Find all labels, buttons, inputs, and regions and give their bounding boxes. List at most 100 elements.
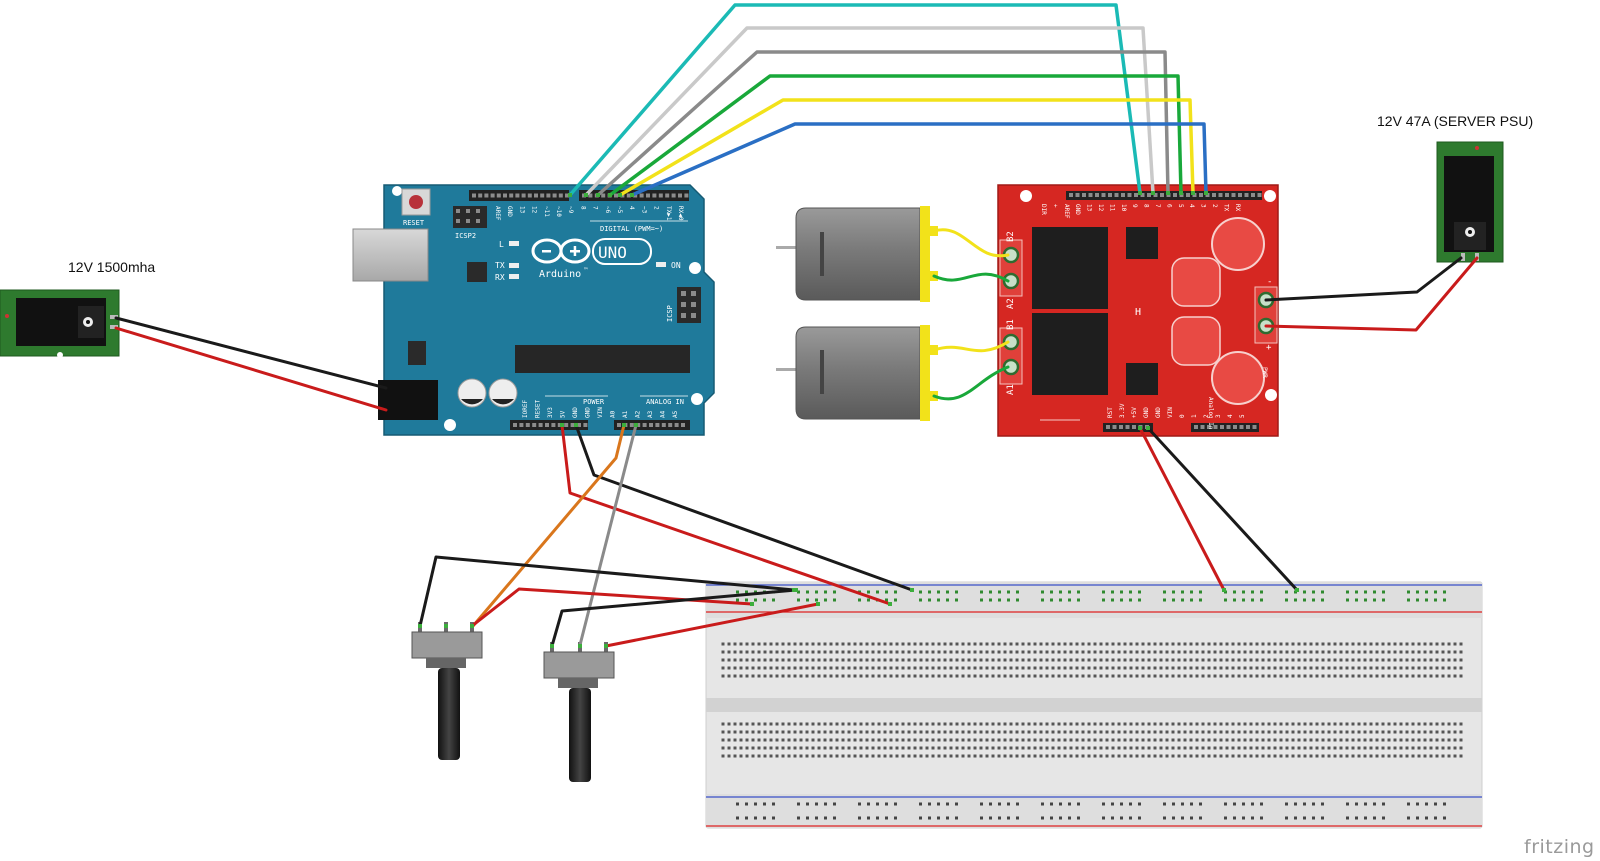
- shield-bottom-pin-label-7: 1: [1191, 414, 1198, 418]
- motor-terminal-a[interactable]: [999, 327, 1023, 385]
- potentiometer-2[interactable]: [543, 642, 615, 782]
- shield-top-pin-label-7: 10: [1120, 204, 1127, 212]
- shield-bottom-pin-label-4: GND: [1155, 407, 1162, 418]
- wire-yellow: [618, 98, 1195, 197]
- arduino-bottom-pin-label-11: A4: [660, 410, 667, 418]
- breadboard[interactable]: [705, 581, 1483, 829]
- shield-top-pin-label-15: 2: [1211, 204, 1218, 208]
- bridge-label: H: [1135, 307, 1141, 318]
- shield-top-pin-label-3: GND: [1074, 204, 1081, 215]
- wire-arduino-gnd-black: [574, 423, 914, 592]
- arduino-top-pin-label-1: GND: [506, 206, 513, 217]
- arduino-top-pin-label-5: ~10: [555, 206, 562, 217]
- breadboard-bottom-rail: [706, 794, 1482, 828]
- arduino-top-pin-label-0: AREF: [494, 206, 501, 221]
- arduino-top-pin-label-11: 4: [628, 206, 635, 210]
- arduino-top-pin-label-15: RX◀0: [677, 206, 684, 221]
- uno-label: UNO: [598, 243, 627, 262]
- analog-in-label: Analog In: [1207, 397, 1214, 430]
- shield-analog-header: [1191, 423, 1259, 432]
- capacitors: [457, 378, 518, 408]
- analog-header-label: ANALOG IN: [646, 398, 684, 406]
- digital-header-label: DIGITAL (PWM=~): [600, 225, 663, 233]
- motor-terminal-b[interactable]: [999, 239, 1023, 297]
- arduino-bottom-pin-label-7: A0: [610, 410, 617, 418]
- arduino-bottom-pin-label-9: A2: [635, 410, 642, 418]
- wire-motor1-green: [932, 272, 1010, 283]
- motor-shield-board[interactable]: [997, 184, 1279, 437]
- dc-motor-top[interactable]: [776, 206, 938, 302]
- reset-label: RESET: [403, 219, 425, 227]
- wire-lightgray: [584, 26, 1155, 197]
- shield-bottom-pin-label-8: 2: [1203, 414, 1210, 418]
- wire-pot2-red: [604, 602, 820, 648]
- wire-a0-orange: [471, 423, 626, 628]
- arduino-bottom-pin-label-0: IOREF: [522, 400, 529, 418]
- arduino-top-pin-label-10: ~5: [616, 206, 623, 214]
- arduino-bottom-pin-label-3: 5V: [560, 410, 567, 418]
- shield-top-pin-label-9: 8: [1143, 204, 1150, 208]
- breadboard-channel: [706, 698, 1482, 712]
- arduino-top-pin-label-8: 7: [592, 206, 599, 210]
- shield-top-pins: [1069, 193, 1262, 197]
- icsp-label: ICSP: [666, 305, 674, 322]
- shield-top-pin-label-5: 12: [1097, 204, 1104, 212]
- arduino-top-pin-label-7: 8: [579, 206, 586, 210]
- arduino-bottom-pins: [513, 423, 685, 427]
- dc-motor-bottom[interactable]: [776, 325, 938, 421]
- arduino-bottom-pin-label-6: VIN: [597, 407, 604, 418]
- atmega-chip: [515, 345, 690, 373]
- psu-label: 12V 47A (SERVER PSU): [1377, 113, 1534, 129]
- wire-batt-red: [114, 326, 388, 412]
- pwr-label: PWR: [1261, 367, 1268, 378]
- shield-bottom-pin-label-0: RST: [1107, 407, 1114, 418]
- driver-chip-bottom: [1126, 363, 1158, 395]
- wire-green: [608, 74, 1183, 197]
- battery-label: 12V 1500mha: [68, 259, 156, 275]
- potentiometer-1[interactable]: [411, 622, 483, 760]
- arduino-top-pin-label-12: ~3: [640, 206, 647, 214]
- shield-top-pin-label-10: 7: [1154, 204, 1161, 208]
- shield-bottom-pin-label-11: 5: [1239, 414, 1246, 418]
- wire-batt-black: [114, 316, 388, 390]
- shield-top-pin-label-8: 9: [1131, 204, 1138, 208]
- shield-labels: H B2 A2 B1 A1 - + PWR Analog In: [1006, 231, 1272, 430]
- shield-top-pin-label-1: +: [1051, 204, 1058, 208]
- icsp-header: [677, 287, 701, 323]
- shield-top-pin-label-17: RX: [1234, 204, 1241, 212]
- status-leds: [509, 241, 666, 279]
- wire-arduino-5v-red: [560, 423, 892, 606]
- led-rx-label: RX: [495, 273, 505, 282]
- arduino-logo: [531, 238, 652, 265]
- wire-pot1-red: [470, 587, 754, 628]
- wire-motor2-green: [932, 365, 1010, 401]
- trademark-label: ™: [584, 267, 588, 274]
- shield-top-pin-label-11: 6: [1165, 204, 1172, 208]
- wire-psu-red: [1264, 256, 1479, 332]
- psu-barrel-jack[interactable]: [1436, 141, 1504, 263]
- arduino-bottom-pin-label-8: A1: [622, 410, 629, 418]
- motor-label-b1: B1: [1006, 319, 1016, 330]
- usb-chip: [467, 262, 487, 282]
- led-tx-label: TX: [495, 261, 505, 270]
- motor-label-a2: A2: [1006, 298, 1016, 309]
- arduino-labels: RESET ICSP2 L TX RX ON UNO Arduino ™ DIG…: [403, 219, 684, 406]
- shield-top-pin-label-16: TX: [1222, 204, 1229, 212]
- shield-bottom-pin-label-1: 3.3V: [1119, 403, 1126, 418]
- wire-blue: [630, 122, 1208, 197]
- arduino-top-pin-label-9: ~6: [604, 206, 611, 214]
- arduino-top-pin-label-14: TX▶1: [665, 206, 672, 221]
- arduino-uno-board[interactable]: [352, 184, 715, 436]
- wire-shield-5v-red: [1138, 426, 1226, 592]
- driver-chip-top: [1126, 227, 1158, 259]
- shield-capacitors: [1171, 217, 1265, 405]
- icsp2-label: ICSP2: [455, 232, 476, 240]
- power-terminal[interactable]: [1254, 286, 1278, 344]
- battery-barrel-jack[interactable]: [0, 289, 120, 358]
- shield-top-pin-label-12: 5: [1177, 204, 1184, 208]
- arduino-dc-jack: [378, 380, 438, 420]
- arduino-top-pin-label-6: ~9: [567, 206, 574, 214]
- shield-top-pin-label-13: 4: [1188, 204, 1195, 208]
